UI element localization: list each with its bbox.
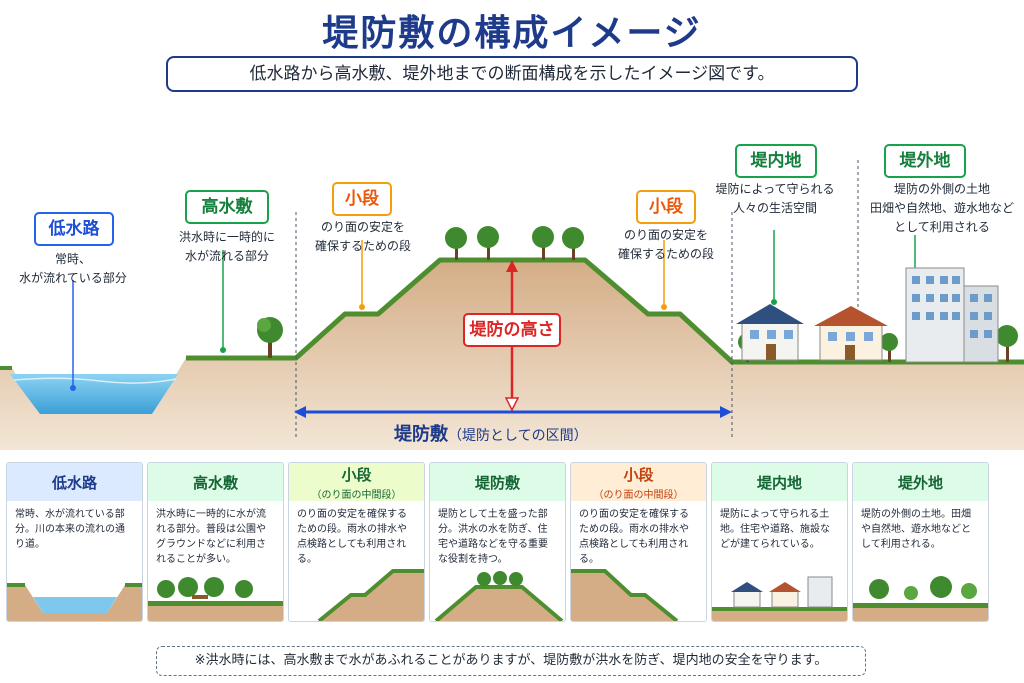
tree-icon	[477, 226, 499, 260]
house-icon	[736, 304, 804, 361]
card-title: 堤防敷	[474, 473, 520, 492]
tree-icon	[445, 227, 467, 260]
card-subtitle: （のり面の中間段）	[311, 489, 402, 501]
label-kodan-right: 小段	[636, 190, 696, 224]
label-dike-height: 堤防の高さ	[463, 313, 561, 347]
card-kodan-right: 小段 （のり面の中間段） のり面の安定を確保するための段。雨水の排水や点検路とし…	[570, 462, 707, 622]
dike-span-label: 堤防敷（堤防としての区間）	[394, 420, 588, 446]
label-teigaichi: 堤外地	[884, 144, 966, 178]
card-subtitle: （のり面の中間段）	[593, 489, 684, 501]
card-illustration	[434, 571, 564, 621]
desc-kodan-left: のり面の安定を 確保するための段	[314, 220, 411, 253]
dike-span-main: 堤防敷	[394, 424, 448, 445]
card-illustration	[148, 577, 283, 621]
footnote: ※洪水時には、高水敷まで水があふれることがありますが、堤防敷が洪水を防ぎ、堤内地…	[156, 646, 866, 676]
card-title: 堤外地	[897, 473, 943, 492]
card-text: 常時、水が流れている部分。川の本来の流れの通り道。	[15, 509, 125, 550]
card-illustration	[853, 576, 988, 621]
tree-icon	[880, 333, 898, 362]
card-title: 堤内地	[756, 473, 802, 492]
card-illustration	[317, 569, 424, 621]
desc-kodan-right: のり面の安定を 確保するための段	[617, 228, 714, 261]
tree-icon	[996, 325, 1018, 362]
water-channel	[10, 374, 178, 414]
card-title: 小段	[623, 465, 654, 484]
label-kodan-left: 小段	[332, 182, 392, 216]
card-text: 堤防によって守られる土地。住宅や道路、施設などが建てられている。	[720, 509, 830, 550]
label-highflow: 高水敷	[185, 190, 269, 224]
card-dike: 堤防敷 堤防として土を盛った部分。洪水の水を防ぎ、住宅や道路などを守る重要な役割…	[429, 462, 566, 622]
card-highflow: 高水敷 洪水時に一時的に水が流れる部分。普段は公園やグラウンドなどに利用されるこ…	[147, 462, 284, 622]
card-teinaichi: 堤内地 堤防によって守られる土地。住宅や道路、施設などが建てられている。	[711, 462, 848, 622]
card-lowflow: 低水路 常時、水が流れている部分。川の本来の流れの通り道。	[6, 462, 143, 622]
card-teigaichi: 堤外地 堤防の外側の土地。田畑や自然地、遊水地などとして利用される。	[852, 462, 989, 622]
card-kodan-left: 小段 （のり面の中間段） のり面の安定を確保するための段。雨水の排水や点検路とし…	[288, 462, 425, 622]
grass-surface	[186, 257, 1024, 365]
tree-icon	[532, 226, 554, 260]
page-title: 堤防敷の構成イメージ	[322, 13, 702, 54]
house-icon	[814, 306, 888, 361]
page-subtitle: 低水路から高水敷、堤外地までの断面構成を示したイメージ図です。	[166, 56, 858, 92]
desc-lowflow: 常時、 水が流れている部分	[19, 252, 127, 285]
card-title: 高水敷	[192, 473, 238, 492]
label-teinaichi: 堤内地	[735, 144, 817, 178]
card-title: 低水路	[51, 473, 97, 492]
card-illustration	[712, 576, 847, 621]
card-illustration	[571, 569, 679, 621]
building-icon	[905, 267, 999, 363]
cross-section-diagram	[0, 160, 1024, 450]
label-lowflow: 低水路	[34, 212, 114, 246]
tree-icon	[562, 227, 584, 260]
card-illustration	[7, 583, 142, 621]
card-text: のり面の安定を確保するための段。雨水の排水や点検路としても利用される。	[297, 509, 407, 565]
card-text: のり面の安定を確保するための段。雨水の排水や点検路としても利用される。	[579, 509, 689, 565]
card-text: 堤防の外側の土地。田畑や自然地、遊水地などとして利用される。	[861, 509, 971, 550]
desc-teinaichi: 堤防によって守られる 人々の生活空間	[715, 182, 835, 215]
card-title: 小段	[341, 465, 372, 484]
card-text: 堤防として土を盛った部分。洪水の水を防ぎ、住宅や道路などを守る重要な役割を持つ。	[438, 509, 548, 565]
dike-span-sub: （堤防としての区間）	[448, 428, 588, 444]
card-text: 洪水時に一時的に水が流れる部分。普段は公園やグラウンドなどに利用されることが多い…	[156, 509, 266, 565]
desc-teigaichi: 堤防の外側の土地 田畑や自然地、遊水地など として利用される	[869, 182, 1014, 234]
desc-highflow: 洪水時に一時的に 水が流れる部分	[178, 230, 275, 263]
tree-icon	[257, 317, 283, 358]
